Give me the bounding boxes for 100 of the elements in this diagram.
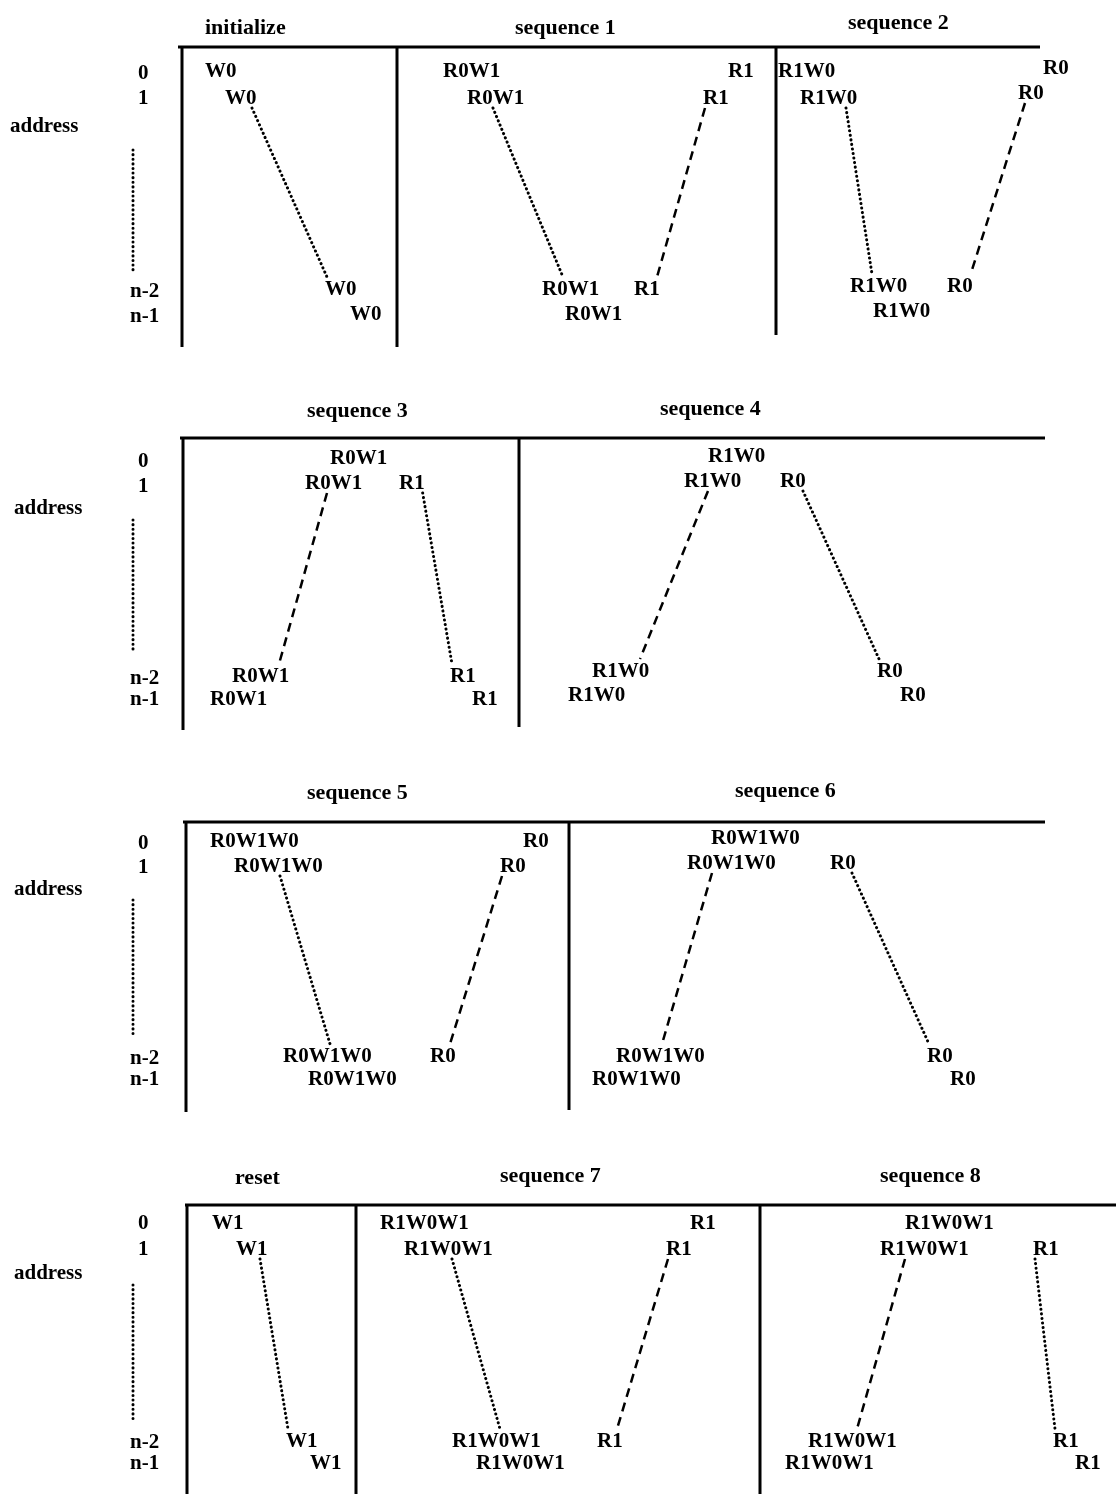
- operation-text: R1: [450, 664, 476, 686]
- operation-text: R0: [947, 274, 973, 296]
- address-label: 0: [138, 61, 149, 83]
- operation-text: R1W0: [850, 274, 908, 296]
- operation-text: R0: [900, 683, 926, 705]
- operation-text: R1W0: [800, 86, 858, 108]
- operation-text: W0: [225, 86, 257, 108]
- operation-text: R0W1W0: [308, 1067, 397, 1089]
- axis-label: address: [14, 496, 83, 518]
- operation-text: R1W0: [778, 59, 836, 81]
- dashed-line: [448, 875, 504, 1045]
- operation-text: R1W0: [708, 444, 766, 466]
- column-heading: initialize: [205, 16, 286, 38]
- operation-text: R0: [1018, 81, 1044, 103]
- operation-text: R1: [634, 277, 660, 299]
- address-label: n-2: [130, 666, 160, 688]
- dotted-line: [258, 1257, 290, 1431]
- operation-text: W0: [325, 277, 357, 299]
- address-label: n-2: [130, 1430, 160, 1452]
- operation-text: R1W0W1: [404, 1237, 493, 1259]
- operation-text: R0: [500, 854, 526, 876]
- dashed-line: [638, 490, 710, 660]
- address-label: 1: [138, 474, 149, 496]
- dotted-line: [1033, 1257, 1057, 1431]
- operation-text: R0W1W0: [592, 1067, 681, 1089]
- operation-text: R0W1W0: [687, 851, 776, 873]
- operation-text: R0W1: [210, 687, 268, 709]
- operation-text: R0: [927, 1044, 953, 1066]
- operation-text: R0W1: [305, 471, 363, 493]
- address-label: n-2: [130, 1046, 160, 1068]
- column-heading: sequence 7: [500, 1164, 601, 1186]
- operation-text: R1: [1033, 1237, 1059, 1259]
- address-label: n-1: [130, 687, 160, 709]
- address-label: 0: [138, 831, 149, 853]
- operation-text: R0W1W0: [616, 1044, 705, 1066]
- operation-text: R0W1: [565, 302, 623, 324]
- operation-text: R0W1: [330, 446, 388, 468]
- operation-text: W1: [236, 1237, 268, 1259]
- operation-text: R1W0W1: [452, 1429, 541, 1451]
- operation-text: R0: [523, 829, 549, 851]
- operation-text: R0: [780, 469, 806, 491]
- operation-text: R0: [877, 659, 903, 681]
- operation-text: R1W0: [568, 683, 626, 705]
- address-label: 0: [138, 449, 149, 471]
- operation-text: R1: [1075, 1451, 1101, 1473]
- operation-text: R0: [430, 1044, 456, 1066]
- column-heading: sequence 1: [515, 16, 616, 38]
- operation-text: R0: [830, 851, 856, 873]
- operation-text: R0W1: [232, 664, 290, 686]
- address-label: 0: [138, 1211, 149, 1233]
- operation-text: R1W0: [592, 659, 650, 681]
- operation-text: R1: [597, 1429, 623, 1451]
- operation-text: R1W0: [873, 299, 931, 321]
- operation-text: R1W0W1: [808, 1429, 897, 1451]
- operation-text: R1W0W1: [880, 1237, 969, 1259]
- operation-text: R1W0W1: [905, 1211, 994, 1233]
- column-heading: sequence 3: [307, 399, 408, 421]
- operation-text: W1: [212, 1211, 244, 1233]
- operation-text: R0W1: [467, 86, 525, 108]
- axis-label: address: [14, 1261, 83, 1283]
- operation-text: R0: [1043, 56, 1069, 78]
- operation-text: W1: [286, 1429, 318, 1451]
- axis-label: address: [10, 114, 79, 136]
- address-label: n-1: [130, 1067, 160, 1089]
- operation-text: R0W1W0: [283, 1044, 372, 1066]
- column-heading: reset: [235, 1166, 280, 1188]
- operation-text: R1: [1053, 1429, 1079, 1451]
- operation-text: R1: [472, 687, 498, 709]
- address-label: n-1: [130, 1451, 160, 1473]
- address-label: 1: [138, 855, 149, 877]
- operation-text: R1W0W1: [380, 1211, 469, 1233]
- column-heading: sequence 6: [735, 779, 836, 801]
- column-heading: sequence 5: [307, 781, 408, 803]
- dotted-line: [278, 874, 332, 1046]
- operation-text: R0W1W0: [234, 854, 323, 876]
- operation-text: R1W0W1: [476, 1451, 565, 1473]
- operation-text: W0: [350, 302, 382, 324]
- dotted-line: [801, 489, 881, 661]
- operation-text: R1: [690, 1211, 716, 1233]
- dashed-line: [855, 1258, 907, 1430]
- operation-text: R0W1: [443, 59, 501, 81]
- operation-text: R0: [950, 1067, 976, 1089]
- column-heading: sequence 2: [848, 11, 949, 33]
- column-heading: sequence 4: [660, 397, 761, 419]
- dotted-line: [450, 1257, 502, 1431]
- operation-text: R0W1: [542, 277, 600, 299]
- address-label: 1: [138, 1237, 149, 1259]
- operation-text: R1: [666, 1237, 692, 1259]
- column-heading: sequence 8: [880, 1164, 981, 1186]
- address-label: n-1: [130, 304, 160, 326]
- operation-text: R0W1W0: [210, 829, 299, 851]
- address-label: 1: [138, 86, 149, 108]
- dashed-line: [655, 107, 707, 278]
- operation-text: R1: [399, 471, 425, 493]
- address-label: n-2: [130, 279, 160, 301]
- dotted-line: [250, 106, 329, 279]
- operation-text: W0: [205, 59, 237, 81]
- operation-text: R1: [728, 59, 754, 81]
- operation-text: R0W1W0: [711, 826, 800, 848]
- operation-text: R1W0W1: [785, 1451, 874, 1473]
